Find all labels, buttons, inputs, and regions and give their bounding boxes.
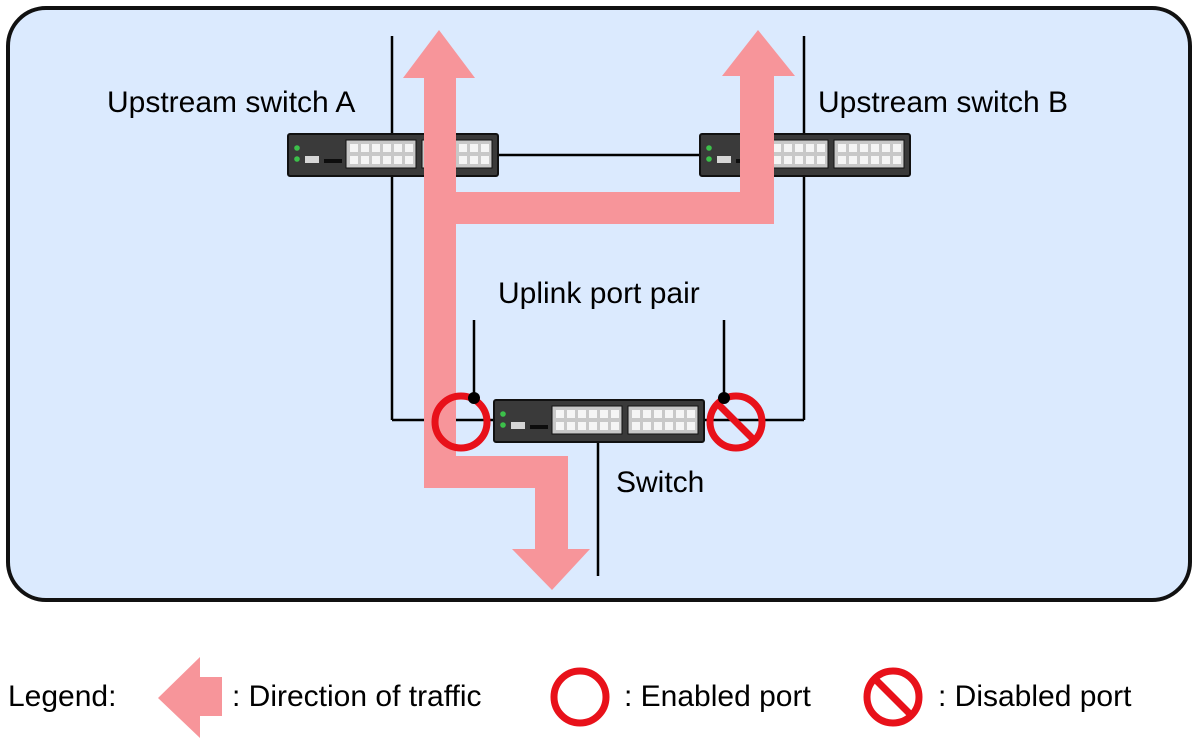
label-uplink-port-pair: Uplink port pair [498, 277, 700, 310]
legend-traffic-arrow-icon [158, 657, 222, 738]
uplink-port-dot-right [718, 392, 730, 404]
legend-title: Legend: [8, 680, 116, 713]
label-switch: Switch [616, 466, 704, 499]
legend-disabled-label: : Disabled port [938, 680, 1132, 713]
legend: Legend: : Direction of traffic : Enabled… [8, 657, 1132, 738]
enabled-port-marker [431, 392, 491, 452]
traffic-flow [403, 30, 795, 590]
switch [493, 399, 705, 443]
disabled-port-marker [706, 392, 766, 452]
traffic-arrow-up-a [403, 30, 475, 488]
traffic-arrow-down [424, 456, 590, 590]
legend-traffic-label: : Direction of traffic [232, 680, 482, 713]
legend-enabled-port-icon [550, 667, 610, 727]
legend-enabled-label: : Enabled port [624, 680, 811, 713]
uplink-port-dot-left [468, 392, 480, 404]
upstream-switch-a [287, 133, 499, 177]
label-upstream-switch-b: Upstream switch B [818, 86, 1068, 119]
legend-disabled-port-icon [863, 667, 923, 727]
traffic-arrow-up-b [722, 30, 795, 224]
label-upstream-switch-a: Upstream switch A [107, 86, 355, 119]
upstream-switch-b [699, 133, 911, 177]
traffic-path-crossover [424, 192, 774, 224]
